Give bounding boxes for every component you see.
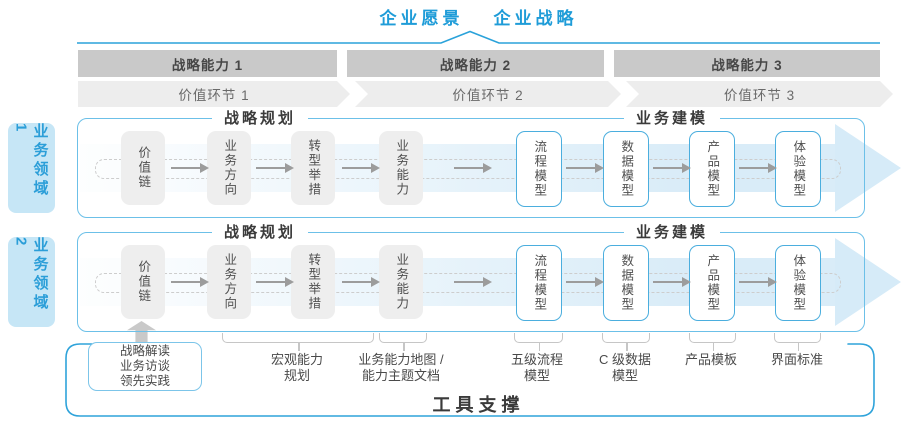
note-ui-standard: 界面标准 [770, 352, 824, 367]
box-data-model: 数据模型 [603, 245, 649, 321]
section-header-modeling: 业务建模 [623, 107, 721, 128]
box-product-model: 产品模型 [689, 131, 735, 207]
dashed-track [95, 273, 841, 293]
box-transformation-initiatives: 转型举措 [291, 131, 335, 205]
arrow-right-icon [342, 163, 380, 173]
domain-2-label: 业务领域 2 [8, 237, 55, 327]
flow-arrow-head [835, 124, 901, 212]
box-business-capability: 业务能力 [379, 245, 423, 319]
box-experience-model: 体验模型 [775, 131, 821, 207]
box-process-model: 流程模型 [516, 245, 562, 321]
arrow-right-icon [739, 277, 777, 287]
capability-bar-2: 战略能力 2 [347, 50, 604, 77]
vision-title: 企业愿景 [379, 9, 464, 28]
domain-2-panel: 战略规划 业务建模 价值链 业务方向 转型举措 业务能力 流程模型 数据模型 产… [77, 221, 901, 332]
arrow-right-icon [653, 277, 691, 287]
business-domain-2: 业务领域 2 战略规划 业务建模 价值链 业务方向 转型举措 业务能力 流程模型… [0, 221, 910, 332]
capability-bar-1: 战略能力 1 [78, 50, 337, 77]
brace-icon [514, 333, 563, 351]
note-c-level-data-model: C 级数据 模型 [598, 352, 652, 384]
arrow-right-icon [256, 163, 294, 173]
page-title: 企业愿景 企业战略 [77, 4, 880, 29]
box-data-model: 数据模型 [603, 131, 649, 207]
box-value-chain: 价值链 [121, 131, 165, 205]
box-product-model: 产品模型 [689, 245, 735, 321]
section-header-planning: 战略规划 [211, 107, 309, 128]
vision-pointer-line [77, 30, 880, 44]
arrow-right-icon [342, 277, 380, 287]
note-capability-map-docs: 业务能力地图 / 能力主题文档 [358, 352, 444, 384]
capability-bar-3: 战略能力 3 [614, 50, 880, 77]
arrow-right-icon [566, 277, 604, 287]
box-business-direction: 业务方向 [207, 131, 251, 205]
box-process-model: 流程模型 [516, 131, 562, 207]
flow-arrow-head [835, 238, 901, 326]
brace-icon [602, 333, 650, 351]
arrow-right-icon [653, 163, 691, 173]
brace-icon [689, 333, 736, 351]
value-chain-chevron-1: 价值环节 1 [78, 81, 350, 107]
strategy-inputs-box: 战略解读 业务访谈 领先实践 [88, 342, 202, 391]
arrow-right-icon [454, 163, 492, 173]
value-chain-chevron-3: 价值环节 3 [626, 81, 893, 107]
section-header-modeling: 业务建模 [623, 221, 721, 242]
domain-1-label: 业务领域 1 [8, 123, 55, 213]
domain-1-panel: 战略规划 业务建模 价值链 业务方向 转型举措 业务能力 流程模型 数据模型 产… [77, 107, 901, 218]
note-five-level-process-model: 五级流程 模型 [510, 352, 564, 384]
strategy-title: 企业战略 [493, 9, 578, 28]
business-domain-1: 业务领域 1 战略规划 业务建模 价值链 业务方向 转型举措 业务能力 流程模型… [0, 107, 910, 218]
box-business-direction: 业务方向 [207, 245, 251, 319]
box-value-chain: 价值链 [121, 245, 165, 319]
tools-support-label: 工具支撑 [432, 395, 525, 415]
value-chain-chevron-2: 价值环节 2 [355, 81, 621, 107]
brace-icon [379, 333, 427, 351]
arrow-right-icon [171, 277, 209, 287]
section-header-planning: 战略规划 [211, 221, 309, 242]
box-experience-model: 体验模型 [775, 245, 821, 321]
arrow-right-icon [171, 163, 209, 173]
brace-icon [774, 333, 821, 351]
dashed-track [95, 159, 841, 179]
arrow-right-icon [256, 277, 294, 287]
note-product-template: 产品模板 [684, 352, 738, 367]
brace-icon [222, 333, 374, 351]
arrow-right-icon [566, 163, 604, 173]
arrow-right-icon [454, 277, 492, 287]
box-business-capability: 业务能力 [379, 131, 423, 205]
note-macro-capability-planning: 宏观能力 规划 [270, 352, 324, 384]
box-transformation-initiatives: 转型举措 [291, 245, 335, 319]
arrow-right-icon [739, 163, 777, 173]
